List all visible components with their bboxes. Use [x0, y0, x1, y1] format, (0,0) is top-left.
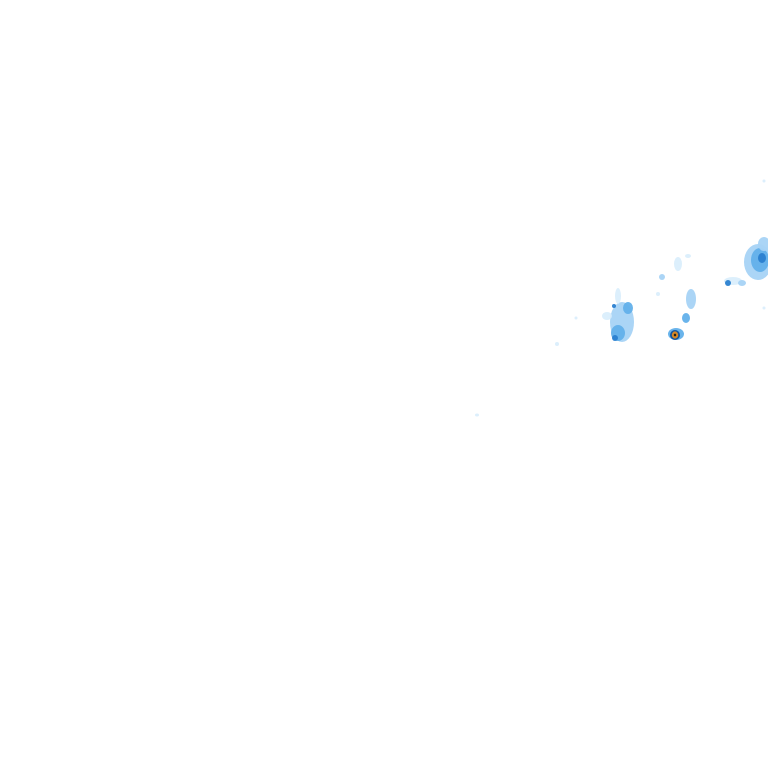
- echo-cell: [758, 237, 768, 251]
- echo-cell: [612, 335, 618, 341]
- echo-cell: [762, 306, 766, 310]
- echo-cell: [758, 253, 766, 263]
- echo-cell: [475, 413, 479, 417]
- echo-cell: [685, 254, 691, 258]
- echo-cell: [659, 274, 665, 280]
- echo-cell: [673, 333, 677, 337]
- echo-cell-intense: [668, 289, 696, 340]
- echo-cell: [682, 313, 690, 323]
- echo-cell: [674, 257, 682, 271]
- echo-cell: [623, 302, 633, 314]
- echo-specks-north: [656, 254, 691, 296]
- echo-cluster-northeast: [724, 277, 746, 286]
- echo-cell: [738, 280, 746, 286]
- echo-cluster-east: [744, 237, 768, 280]
- echo-cell: [762, 179, 766, 183]
- echo-cell: [615, 288, 621, 304]
- echo-cell: [656, 292, 660, 296]
- echo-cluster-west: [602, 288, 634, 342]
- echo-cell: [602, 312, 612, 320]
- echo-cell: [686, 289, 696, 309]
- echo-cell: [725, 280, 731, 286]
- echo-cell: [612, 304, 616, 308]
- echo-specks-isolated: [475, 179, 766, 417]
- echo-cell: [555, 342, 559, 346]
- echo-cell: [574, 316, 578, 320]
